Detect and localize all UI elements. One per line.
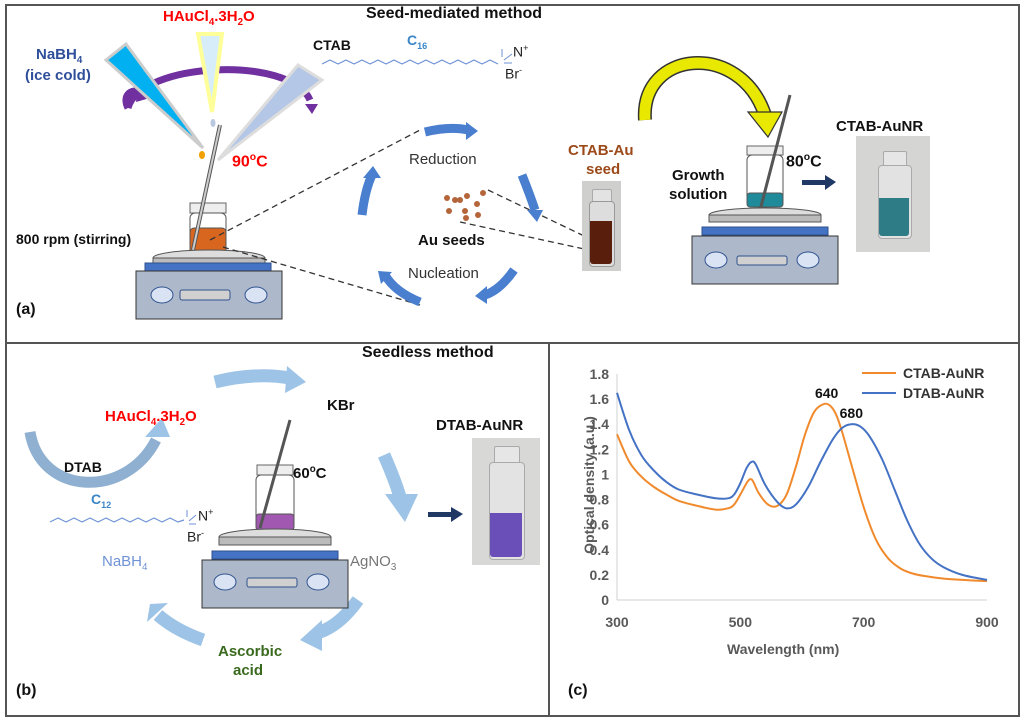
y-tick-label: 1.8	[590, 366, 610, 382]
solution-label: solution	[669, 186, 728, 203]
peak-annotation: 680	[840, 405, 864, 421]
y-tick-label: 1.2	[590, 441, 610, 457]
acid-label: acid	[233, 662, 264, 679]
ctab-au-seed-label: CTAB-Au	[568, 142, 634, 159]
x-tick-label: 300	[605, 614, 629, 630]
y-tick-label: 0.8	[590, 492, 610, 508]
kbr-label: KBr	[327, 397, 355, 414]
dtab-cycle-arrow	[24, 430, 161, 488]
seed-label: seed	[586, 161, 621, 178]
y-tick-label: 0.4	[590, 542, 610, 558]
br-minus-label-b: Br-	[187, 528, 205, 545]
br-minus-label: Br-	[505, 65, 523, 82]
y-tick-label: 1.4	[590, 416, 610, 432]
ascorbic-label: Ascorbic	[218, 643, 283, 660]
cycle-arrowheads	[363, 122, 543, 304]
reduction-label: Reduction	[409, 151, 477, 168]
dtab-aunr-photo	[472, 438, 540, 565]
y-tick-label: 0.6	[590, 517, 610, 533]
nabh4-pipette	[103, 41, 205, 150]
dtab-label: DTAB	[64, 459, 102, 475]
seedless-cycle-arrowheads	[147, 366, 418, 651]
zoom-lines	[209, 129, 604, 306]
ice-cold-label: (ice cold)	[25, 67, 91, 84]
drop-icon	[199, 151, 205, 159]
navy-arrow-b	[428, 507, 463, 522]
y-axis-label: Optical density (a.u.)	[581, 416, 597, 554]
panel-b-title: Seedless method	[362, 344, 494, 361]
haucl4-label: HAuCl4.3H2O	[163, 8, 255, 28]
nabh4-label: NaBH4	[36, 46, 83, 66]
x-axis-label: Wavelength (nm)	[727, 641, 840, 657]
panel-a-title: Seed-mediated method	[366, 5, 543, 22]
panel-a-label: (a)	[16, 301, 36, 318]
dtab-chain	[49, 517, 185, 523]
ctab-pipette	[216, 63, 325, 162]
yellow-transfer-arrow	[637, 56, 784, 139]
c16-label: C16	[407, 32, 428, 51]
legend-label: DTAB-AuNR	[903, 385, 984, 401]
x-tick-label: 900	[975, 614, 999, 630]
n-plus-label-b: N+	[198, 507, 214, 524]
ctab-aunr-label: CTAB-AuNR	[836, 118, 924, 135]
x-tick-label: 700	[852, 614, 876, 630]
ctab-chain	[321, 59, 499, 65]
panel-b-label: (b)	[16, 682, 37, 699]
seedless-hot-plate	[201, 419, 349, 609]
drop-icon	[210, 119, 216, 127]
peak-annotation: 640	[815, 385, 839, 401]
y-tick-label: 1	[601, 466, 609, 482]
navy-arrow-a	[802, 175, 836, 190]
dtab-aunr-label: DTAB-AuNR	[436, 417, 524, 434]
n-plus-label: N+	[513, 43, 529, 60]
hot-plate-stirrer	[135, 124, 283, 320]
growth-hot-plate	[691, 94, 839, 285]
nabh4-label-b: NaBH4	[102, 553, 148, 573]
ctab-label: CTAB	[313, 37, 351, 53]
agno3-label: AgNO3	[350, 553, 397, 573]
y-tick-label: 0.2	[590, 567, 610, 583]
ctab-au-seed-photo	[582, 181, 621, 271]
x-tick-label: 500	[729, 614, 753, 630]
au-seeds-label: Au seeds	[418, 232, 485, 249]
au-seed-particles	[444, 190, 486, 221]
growth-label: Growth	[672, 167, 725, 184]
nucleation-label: Nucleation	[408, 265, 479, 282]
haucl4-label-b: HAuCl4.3H2O	[105, 408, 197, 428]
temp-90-label: 90oC	[232, 152, 268, 171]
panel-c-frame	[548, 342, 1020, 717]
panel-c-label: (c)	[568, 682, 588, 699]
series-line-ctab-aunr	[616, 402, 988, 583]
y-tick-label: 1.6	[590, 391, 610, 407]
temp-80-label: 80oC	[786, 152, 822, 171]
y-tick-label: 0	[601, 592, 609, 608]
stirring-label: 800 rpm (stirring)	[16, 231, 132, 247]
temp-60-label: 60oC	[293, 464, 327, 482]
c12-label: C12	[91, 491, 112, 510]
ctab-aunr-photo	[856, 136, 930, 252]
legend-label: CTAB-AuNR	[903, 365, 984, 381]
haucl4-pipette	[195, 32, 225, 113]
series-line-dtab-aunr	[616, 392, 988, 581]
